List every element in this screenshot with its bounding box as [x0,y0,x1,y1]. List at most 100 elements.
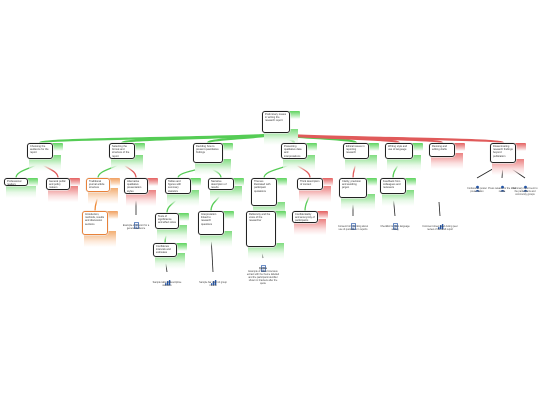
claim-node-b4b[interactable]: Thick description of context [297,178,323,190]
claim-node-b4c[interactable]: Reflexivity and the voice of the researc… [246,211,276,247]
claim-node-b1a[interactable]: Professional readers [4,178,28,186]
claim-node-b6[interactable]: Writing style and use of language [385,143,413,159]
claim-node-b8[interactable]: Disseminating research findings beyond p… [490,143,516,163]
node-shadow-b2a [88,188,118,204]
claim-node-b5a[interactable]: Confidentiality and anonymity of partici… [292,211,318,223]
resource-caption-c7: Comment sheet used during peer review of… [422,225,458,231]
node-tab-b3a2 [175,243,187,251]
node-shadow-b1 [29,155,61,171]
node-tab-b3 [221,143,233,151]
node-shadow-b4b [299,186,331,202]
document-icon[interactable] [350,217,357,230]
claim-node-b7[interactable]: Revising and editing drafts [429,143,455,157]
resource-caption-text: Consent form wording about use of quotat… [337,225,369,231]
node-shadow-b5a [294,219,326,235]
node-shadow-b8 [492,159,524,175]
node-tab-b1b [68,178,80,186]
claim-node-b4[interactable]: Presenting qualitative data and interpre… [281,143,307,159]
resource-caption-c10: Summary report sent to the participants … [512,187,538,196]
claim-node-b2a[interactable]: Traditional journal article structure [86,178,110,192]
resource-caption-text: Press release for the local media [488,187,516,193]
claim-node-root[interactable]: Preliminary issues in writing the resear… [262,111,290,133]
claim-node-b1[interactable]: Choosing the audience for the report [27,143,53,159]
node-tab-b2a [108,178,120,186]
person-icon[interactable] [474,179,481,192]
node-shadow-b2a1 [84,231,116,247]
node-shadow-b2 [111,155,143,171]
node-tab-b4b [321,178,333,186]
node-shadow-b4c [248,243,284,259]
node-tab-b3b [232,178,244,186]
document-icon[interactable] [392,217,399,230]
node-tab-b5a [316,211,328,219]
claim-node-b1b[interactable]: General public and policy makers [46,178,70,190]
node-tab-b2 [133,143,145,151]
claim-node-b4a[interactable]: Themes illustrated with participant quot… [251,178,277,206]
node-tab-b1 [51,143,63,151]
resource-caption-c6: Checklist for plain language writing [378,225,412,231]
chart-icon[interactable] [210,273,217,286]
node-shadow-b3a [167,190,199,206]
node-tab-b7 [453,143,465,151]
node-shadow-b6a [341,194,375,210]
chart-icon[interactable] [437,217,444,230]
claim-node-b3a2[interactable]: Confidence intervals and estimates [153,243,177,257]
node-tab-b4a [275,178,287,186]
node-shadow-b1a [6,182,36,198]
resource-caption-c8: Conference poster presentation [462,187,492,193]
node-tab-b3a [189,178,201,186]
claim-node-b2[interactable]: Selecting the format and structure of th… [109,143,135,159]
claim-node-b7a[interactable]: Feedback from colleagues and reviewers [380,178,406,194]
node-tab-b3a1 [177,213,189,221]
claim-node-b2a1[interactable]: Introduction, methods, results and discu… [82,211,108,235]
node-tab-b6 [411,143,423,151]
resource-caption-text: Example of a report for a general audien… [122,224,150,230]
resource-caption-text: Sample table of descriptive statistics [152,281,182,287]
node-shadow-b6 [387,155,421,171]
resource-caption-text: Summary report sent to the participants … [512,187,538,196]
claim-node-b3a1[interactable]: Tests of significance and effect sizes [155,213,179,229]
node-tab-b4 [305,143,317,151]
chart-icon[interactable] [164,273,171,286]
node-tab-b2b [146,178,158,186]
node-tab-b8 [514,143,526,151]
resource-caption-title: Quotes [258,267,268,270]
node-shadow-b5 [345,155,377,171]
node-tab-root [288,111,300,119]
node-shadow-b1b [48,186,78,202]
document-icon[interactable] [260,259,267,272]
resource-caption-c2: Sample table of descriptive statistics [150,281,184,287]
resource-caption-c5: Consent form wording about use of quotat… [336,225,370,231]
node-tab-b2a1 [106,211,118,219]
node-shadow-b7 [431,153,463,169]
node-tab-b6a [365,178,377,186]
resource-caption-text: Example of coded interview extract with … [246,270,280,285]
resource-caption-c1: Example of a report for a general audien… [120,224,152,230]
node-tab-b5 [367,143,379,151]
person-icon[interactable] [499,179,506,192]
node-shadow-b7a [382,190,414,206]
claim-node-b3b[interactable]: Narrative description of results [208,178,234,190]
claim-node-b5[interactable]: Ethical issues in reporting research [343,143,369,159]
resource-caption-text: Conference poster presentation [467,187,487,193]
person-icon[interactable] [522,179,529,192]
node-shadow-b2b [126,190,156,206]
resource-caption-c3: Sample bar chart of group means [196,281,230,287]
node-shadow-b4 [283,155,315,171]
node-shadow-root [264,129,298,145]
document-icon[interactable] [133,216,140,229]
resource-caption-text: Comment sheet used during peer review of… [422,225,458,231]
resource-link-c7 [438,201,441,217]
resource-caption-text: Checklist for plain language writing [380,225,410,231]
claim-node-b6a[interactable]: Clarity, precision and avoiding jargon [339,178,367,198]
claim-node-b3[interactable]: Deciding how to present quantitative fin… [193,143,223,163]
node-shadow-b3a2 [155,253,185,269]
node-shadow-b3b1 [200,231,232,247]
claim-node-b2b[interactable]: Alternative qualitative presentation sty… [124,178,148,194]
node-tab-b1a [26,178,38,186]
node-shadow-b3 [195,159,231,175]
claim-node-b3b1[interactable]: Interpretation linked to research questi… [198,211,224,235]
claim-node-b3a[interactable]: Tables and figures with summary statisti… [165,178,191,194]
